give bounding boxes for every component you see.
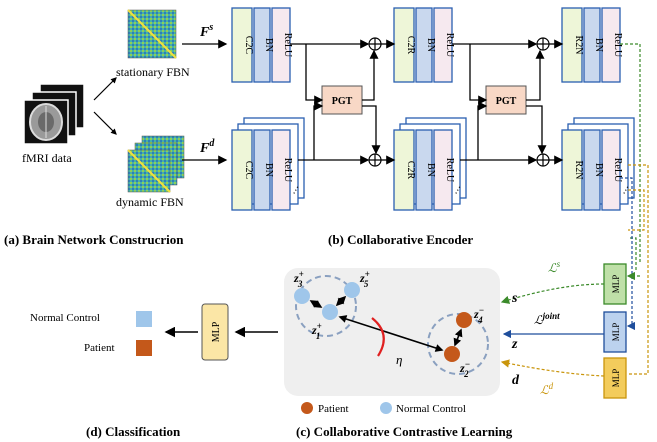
bn-label: BN [263,163,274,177]
dynamic-fbn-stack [127,135,185,193]
r2n-label: R2N [573,161,584,180]
encoder-block-top-2: C2R BN ReLU [393,7,455,83]
c2r-label: C2R [405,161,416,180]
sum-node-icons [368,37,550,167]
title-a: (a) Brain Network Construcrion [4,232,184,247]
mlp-label: MLP [211,321,222,342]
relu-label: ReLU [612,158,623,183]
label-z5: z+5 [359,269,370,289]
encoder-block-top-3: R2N BN ReLU [561,7,623,83]
fmri-stack [23,83,85,145]
c2c-label: C2C [243,161,254,180]
point-z3 [294,288,310,304]
ellipsis-icon: ⋯ [451,183,466,197]
mlp-s-box: MLP [603,263,627,305]
embedding-s: s [511,291,518,306]
pgt-label: PGT [332,96,353,107]
fs-symbol: Fs [199,22,213,40]
label-z1: z+1 [311,321,322,341]
fmri-label: fMRI data [22,151,72,165]
mlp-d-box: MLP [603,357,627,399]
relu-label: ReLU [282,33,293,58]
c2r-label: C2R [405,36,416,55]
bn-label: BN [593,163,604,177]
eta-label: η [396,352,402,367]
dynamic-fbn-label: dynamic FBN [116,195,184,209]
embedding-z: z [511,337,518,352]
point-z4 [456,312,472,328]
legend-patient-dot [301,402,313,414]
mlp-label: MLP [611,369,621,388]
arrow-to-stationary [93,77,117,101]
relu-label: ReLU [612,33,623,58]
mlp-z-box: MLP [603,311,627,353]
bn-label: BN [263,38,274,52]
pgt-box-1: PGT [321,85,363,115]
mlp-label: MLP [611,323,621,342]
gold-branch [628,164,649,375]
label-z3: z+3 [293,269,304,289]
label-z4: z−4 [473,305,484,325]
legend-normal-dot [380,402,392,414]
arrow-to-dynamic [93,111,117,135]
point-z5 [344,282,360,298]
ellipsis-icon: ⋯ [289,183,304,197]
r2n-label: R2N [573,36,584,55]
mlp-classifier-box: MLP [201,303,229,361]
loss-s: ℒs [548,259,561,275]
encoder-block-bottom-2: C2R BN ReLU ⋯ [393,117,467,211]
bn-label: BN [593,38,604,52]
relu-label: ReLU [444,33,455,58]
loss-d: ℒd [540,381,554,397]
class-patient-swatch [136,340,152,356]
pair-arrows [309,295,463,352]
green-branch [620,43,641,270]
bn-label: BN [425,38,436,52]
class-patient-label: Patient [84,342,115,354]
ellipsis-icon: ⋯ [619,183,634,197]
title-d: (d) Classification [86,424,181,439]
encoder-connections [290,39,564,165]
embedding-d: d [512,373,520,388]
title-b: (b) Collaborative Encoder [328,232,473,247]
d-output-arrow [500,359,605,377]
eta-arc [371,317,385,357]
positive-cluster [295,275,357,337]
legend-patient-label: Patient [318,403,349,415]
legend-normal-label: Normal Control [396,403,466,415]
class-normal-swatch [136,311,152,327]
mlp-label: MLP [611,275,621,294]
relu-label: ReLU [282,158,293,183]
s-output-arrow [500,283,605,304]
pgt-box-2: PGT [485,85,527,115]
stationary-fbn-matrix [127,9,177,59]
loss-joint: ℒjoint [534,311,560,327]
fd-symbol: Fd [199,138,215,156]
encoder-block-bottom-3: R2N BN ReLU ⋯ [561,117,635,211]
point-z1 [322,304,338,320]
pgt-label: PGT [496,96,517,107]
label-z2: z−2 [459,359,470,379]
stationary-fbn-label: stationary FBN [116,65,190,79]
bn-label: BN [425,163,436,177]
encoder-block-top-1: C2C BN ReLU [231,7,293,83]
point-z2 [444,346,460,362]
title-c: (c) Collaborative Contrastive Learning [296,424,513,439]
class-normal-label: Normal Control [30,312,100,324]
relu-label: ReLU [444,158,455,183]
encoder-block-bottom-1: C2C BN ReLU ⋯ [231,117,305,211]
c2c-label: C2C [243,36,254,55]
